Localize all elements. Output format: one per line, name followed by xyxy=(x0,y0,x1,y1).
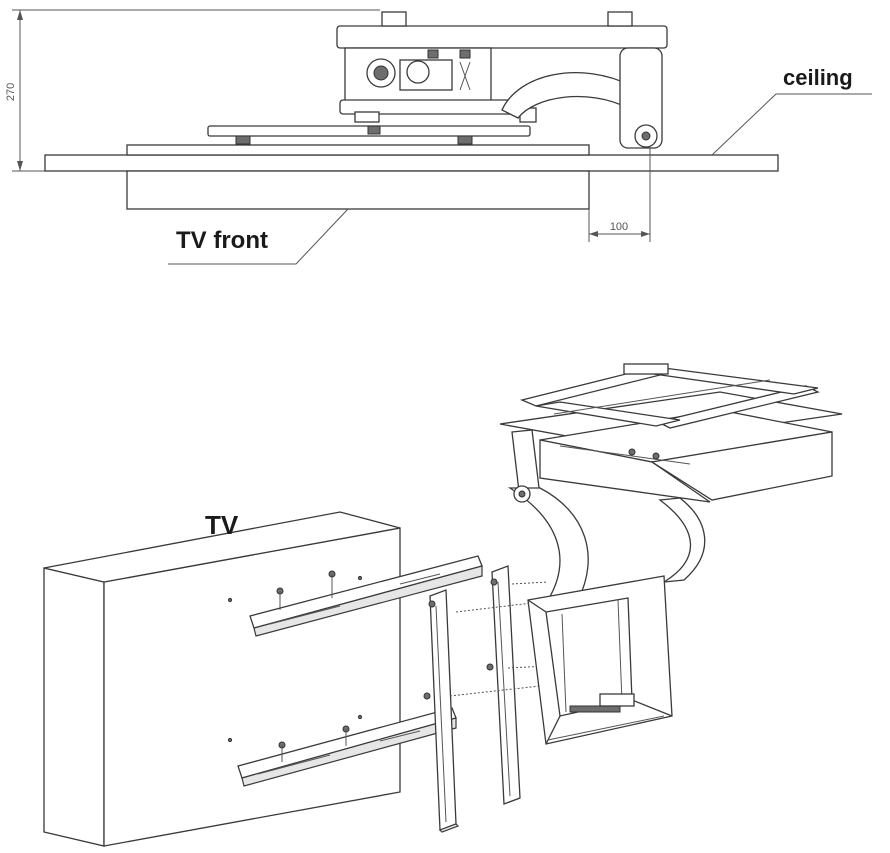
side-elevation-view: 270 xyxy=(5,9,872,265)
offset-dimension-value: 100 xyxy=(610,221,628,233)
right-vertical-bracket xyxy=(486,565,521,805)
left-vertical-bracket xyxy=(423,589,460,833)
height-dimension-value: 270 xyxy=(5,83,17,101)
ceiling-callout: ceiling xyxy=(711,65,872,156)
tv-label: TV xyxy=(205,510,239,540)
lower-tv-rail xyxy=(237,707,457,787)
ceiling-label: ceiling xyxy=(783,65,853,90)
tv-box: TV xyxy=(43,510,401,847)
ceiling-mount-box xyxy=(499,363,843,503)
tv-front-callout: TV front xyxy=(168,208,349,265)
swing-arm xyxy=(501,47,663,149)
tv-hanging-frame xyxy=(527,575,673,745)
motor-housing xyxy=(336,11,668,123)
tv-front-rail xyxy=(126,144,590,156)
offset-dimension: 100 xyxy=(588,146,651,242)
height-dimension: 270 xyxy=(5,9,380,172)
tv-side-profile xyxy=(126,170,590,210)
exploded-swing-arm xyxy=(507,485,706,601)
tv-front-label: TV front xyxy=(176,227,268,254)
lower-mount-plate xyxy=(207,125,531,145)
upper-tv-rail xyxy=(249,555,483,637)
exploded-isometric-view: TV xyxy=(43,363,843,847)
ceiling-plate xyxy=(44,154,779,172)
